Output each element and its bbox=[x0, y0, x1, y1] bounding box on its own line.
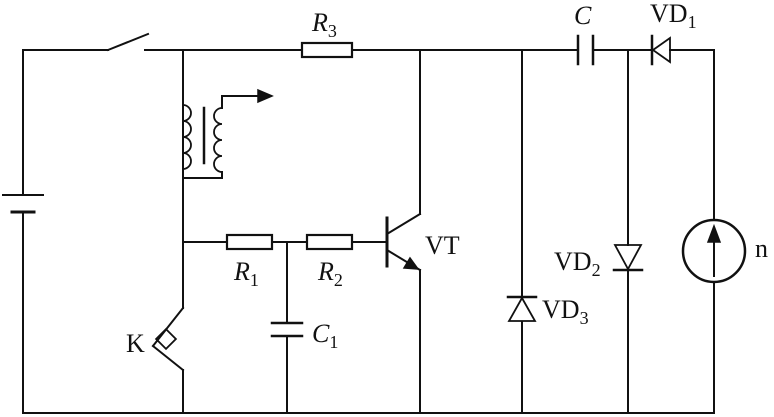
label-vt: VT bbox=[425, 231, 460, 260]
resistor-r2 bbox=[305, 233, 354, 251]
transformer bbox=[182, 88, 274, 179]
transistor-vt bbox=[385, 212, 422, 272]
diode-vd1 bbox=[650, 34, 671, 66]
wires bbox=[22, 49, 715, 414]
meter-n bbox=[681, 218, 747, 284]
battery bbox=[2, 194, 44, 214]
capacitor-c1 bbox=[270, 321, 304, 338]
component-k bbox=[151, 306, 185, 372]
label-c: C bbox=[574, 1, 592, 30]
label-meter-n: n bbox=[755, 234, 768, 263]
capacitor-c bbox=[576, 34, 595, 66]
resistor-r3 bbox=[300, 41, 354, 59]
label-vd1: VD1 bbox=[650, 0, 697, 32]
label-r1: R1 bbox=[233, 257, 259, 290]
label-c1: C1 bbox=[312, 319, 338, 352]
label-r3: R3 bbox=[311, 8, 337, 41]
label-k: K bbox=[126, 329, 145, 358]
resistor-r1 bbox=[225, 233, 274, 251]
diode-vd2 bbox=[612, 244, 644, 272]
label-vd2: VD2 bbox=[554, 247, 601, 280]
label-vd3: VD3 bbox=[542, 295, 589, 328]
switch bbox=[106, 32, 150, 52]
label-r2: R2 bbox=[317, 257, 343, 290]
diode-vd3 bbox=[506, 295, 538, 322]
